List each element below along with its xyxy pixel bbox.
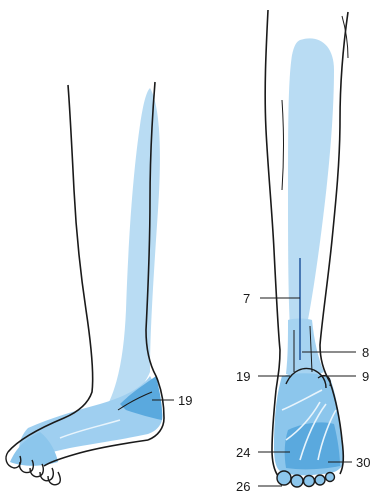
left-leg-front-outline [8,85,93,452]
label-26: 26 [236,479,250,494]
label-7: 7 [243,291,250,306]
right-shin-shading [286,319,324,377]
right-leg [265,10,348,487]
label-19-right: 19 [236,369,250,384]
label-9: 9 [362,369,369,384]
label-30: 30 [356,455,370,470]
label-8: 8 [362,345,369,360]
left-label-19: 19 [178,393,192,408]
left-leg [6,82,164,485]
right-knee-line [282,100,284,190]
label-24: 24 [236,445,250,460]
right-leg-left-outline [265,10,280,390]
